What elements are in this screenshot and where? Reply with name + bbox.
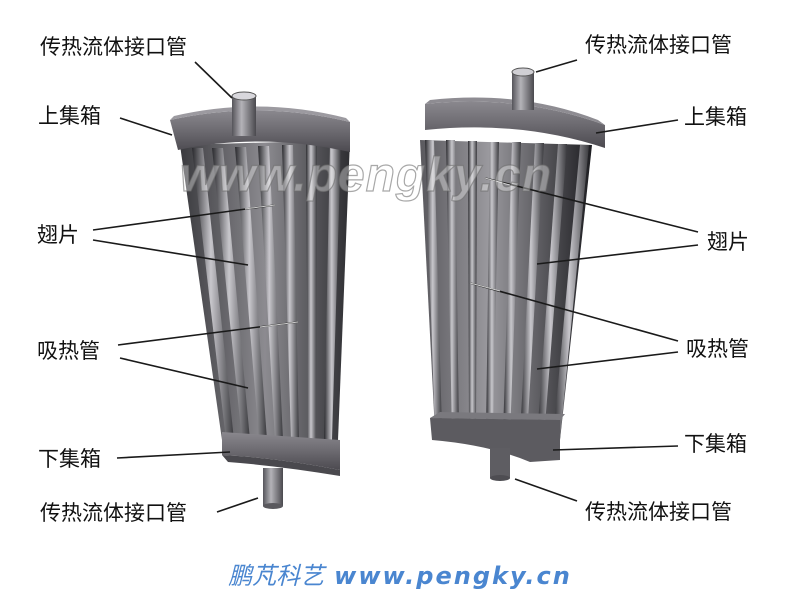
- footer-url[interactable]: www.pengky.cn: [334, 562, 572, 590]
- left-label-absorber-tube: 吸热管: [37, 339, 100, 363]
- right-lower-header: [430, 418, 560, 462]
- left-absorber-tubes: [192, 143, 341, 440]
- left-label-upper-header: 上集箱: [38, 104, 101, 128]
- footer-brand: 鹏芃科艺: [228, 562, 325, 590]
- right-label-inlet-pipe-top: 传热流体接口管: [585, 33, 732, 57]
- right-bottom-pipe: [490, 448, 510, 478]
- right-label-inlet-pipe-bottom: 传热流体接口管: [585, 500, 732, 524]
- left-label-inlet-pipe-bottom: 传热流体接口管: [40, 501, 187, 525]
- right-absorber-tubes: [425, 140, 589, 439]
- left-label-lower-header: 下集箱: [38, 447, 101, 471]
- left-lower-header: [222, 432, 340, 470]
- right-label-upper-header: 上集箱: [684, 105, 747, 129]
- footer-credit: 鹏芃科艺 www.pengky.cn: [0, 556, 800, 591]
- left-upper-header: [170, 110, 350, 152]
- left-heat-absorber: [170, 91, 350, 509]
- left-label-fin: 翅片: [37, 223, 79, 247]
- right-upper-header: [425, 101, 605, 148]
- left-label-inlet-pipe-top: 传热流体接口管: [40, 35, 187, 59]
- right-label-absorber-tube: 吸热管: [686, 337, 749, 361]
- watermark: www.pengky.cn: [179, 148, 553, 202]
- right-label-lower-header: 下集箱: [684, 432, 747, 456]
- right-top-pipe: [512, 72, 534, 110]
- right-label-fin: 翅片: [707, 230, 749, 254]
- left-top-pipe: [232, 96, 256, 136]
- left-bottom-pipe: [263, 468, 283, 506]
- right-heat-absorber: [420, 67, 605, 481]
